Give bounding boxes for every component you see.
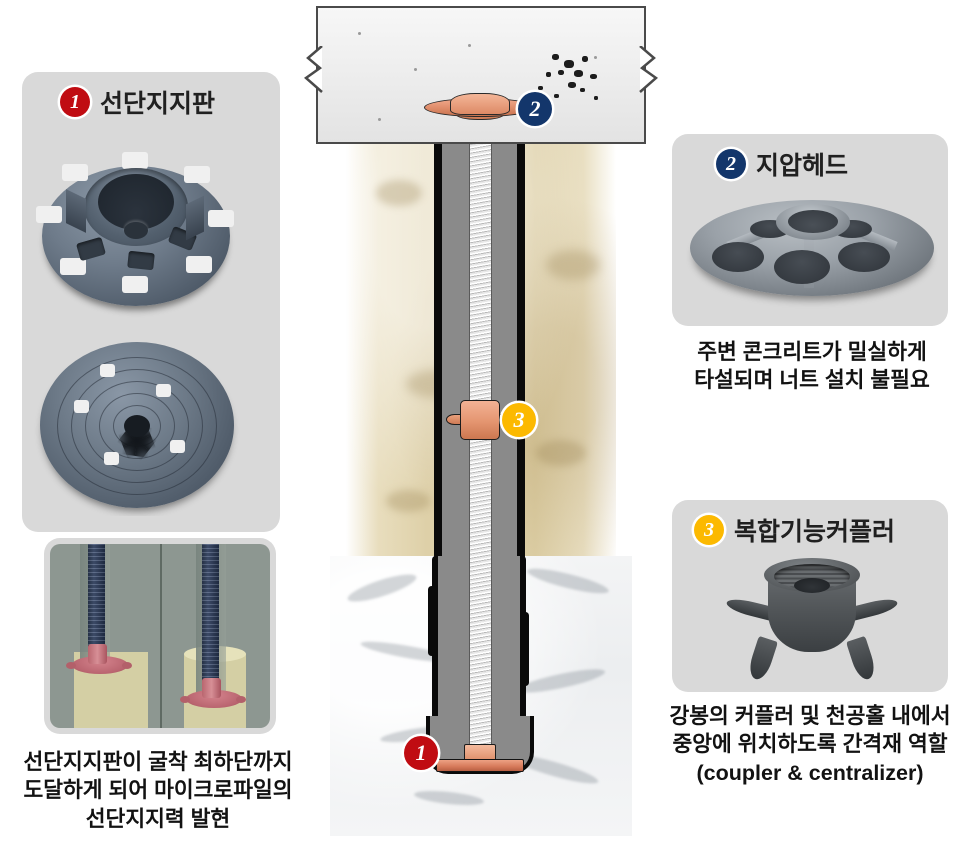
render-tip-hub-right — [202, 678, 221, 698]
borehole-wall-left — [428, 586, 435, 656]
soil-texture — [376, 180, 422, 206]
borehole-casing-right — [517, 140, 525, 558]
aggregate-speck — [594, 96, 598, 100]
photo-bearing-head — [686, 186, 938, 318]
soil-texture — [536, 440, 586, 466]
caption-bearing-head: 주변 콘크리트가 밀실하게 타설되며 너트 설치 불필요 — [694, 340, 930, 393]
badge-number-3: 3 — [694, 515, 724, 545]
tip-plate-notch — [36, 206, 62, 223]
render-tip-spike-right — [180, 696, 190, 703]
aggregate-speck — [554, 94, 559, 98]
bearing-head-opening — [838, 242, 890, 272]
tip-plate-notch — [184, 166, 210, 183]
coupler-fin — [846, 635, 878, 683]
panel-title-label-bearing-head: 지압헤드 — [756, 152, 849, 180]
rock-texture — [525, 564, 611, 598]
render-borehole-comparison — [50, 544, 270, 728]
diagram-marker-3: 3 — [502, 403, 536, 437]
tip-plate-flange-drawing — [436, 759, 524, 772]
borehole-wall-right — [522, 612, 529, 686]
aggregate-speck — [564, 60, 574, 68]
borehole-wall-left — [432, 556, 439, 726]
bearing-head-cone — [450, 93, 510, 115]
spiral-hub — [124, 415, 150, 437]
tip-plate-notch — [62, 164, 88, 181]
tip-plate-notch — [208, 210, 234, 227]
render-bar-ribs-left — [88, 544, 105, 666]
panel-title-coupler: 3 복합기능커플러 — [694, 512, 895, 548]
aggregate-speck — [582, 56, 588, 62]
tip-plate-notch — [186, 256, 212, 273]
break-mark-right — [639, 46, 659, 93]
photo-tip-plate-iso — [36, 148, 236, 320]
concrete-texture — [358, 32, 361, 35]
break-mark-left — [303, 46, 323, 93]
tip-plate-notch — [122, 152, 148, 169]
render-tip-spike-left — [66, 662, 76, 669]
concrete-texture — [468, 44, 471, 47]
concrete-texture — [378, 118, 381, 121]
tip-plate-center-hole — [124, 222, 148, 239]
bearing-head-opening — [712, 242, 764, 272]
badge-number-2: 2 — [716, 149, 746, 179]
bearing-head-opening — [774, 250, 830, 284]
spiral-hole — [156, 384, 171, 397]
concrete-texture — [594, 56, 597, 59]
bearing-head-bore — [788, 210, 838, 233]
aggregate-speck — [590, 74, 597, 79]
aggregate-speck — [568, 82, 576, 88]
caption-coupler: 강봉의 커플러 및 천공홀 내에서 중앙에 위치하도록 간격재 역할 (coup… — [669, 704, 951, 785]
coupler-body-drawing — [460, 400, 500, 440]
spiral-hole — [170, 440, 185, 453]
soil-texture — [546, 250, 600, 280]
soil-texture — [386, 490, 430, 512]
render-tip-spike-left — [122, 662, 132, 669]
coupler-bore — [794, 578, 830, 593]
aggregate-speck — [558, 70, 564, 75]
tip-plate-notch — [122, 276, 148, 293]
aggregate-speck — [580, 88, 585, 92]
spiral-hole — [100, 364, 115, 377]
photo-coupler — [690, 548, 934, 690]
concrete-texture — [414, 68, 417, 71]
aggregate-speck — [552, 54, 559, 60]
render-divider — [160, 544, 162, 728]
diagram-marker-1: 1 — [404, 736, 438, 770]
bearing-head-drawing — [424, 92, 536, 122]
render-tip-spike-right — [236, 696, 246, 703]
render-tip-plate-left — [72, 656, 128, 674]
render-bar-right — [202, 544, 219, 700]
aggregate-speck — [546, 72, 551, 77]
render-bar-ribs-right — [202, 544, 219, 700]
rock-texture — [515, 664, 607, 698]
tip-plate-notch — [60, 258, 86, 275]
concrete-slab — [316, 6, 646, 144]
tip-plate-bore — [98, 174, 174, 230]
diagram-marker-2: 2 — [518, 92, 552, 126]
aggregate-speck — [538, 86, 543, 90]
tip-plate-slot — [127, 250, 155, 271]
pile-section-diagram: 2 3 1 — [303, 0, 659, 845]
render-tip-hub-left — [88, 644, 107, 664]
panel-title-label-coupler: 복합기능커플러 — [734, 518, 896, 546]
rock-texture — [345, 569, 419, 607]
rock-texture — [413, 788, 485, 808]
photo-tip-plate-spiral — [32, 336, 242, 516]
panel-title-label-tip-plate: 선단지지판 — [100, 90, 216, 118]
spiral-hole — [74, 400, 89, 413]
badge-number-1: 1 — [60, 87, 90, 117]
coupler-fin — [746, 635, 778, 683]
caption-tip-plate: 선단지지판이 굴착 최하단까지 도달하게 되어 마이크로파일의 선단지지력 발현 — [23, 750, 293, 831]
render-bar-left — [88, 544, 105, 666]
aggregate-speck — [574, 70, 583, 77]
panel-title-bearing-head: 2 지압헤드 — [716, 146, 848, 182]
render-tip-plate-right — [186, 690, 242, 708]
tip-plate-drawing — [434, 744, 526, 776]
panel-title-tip-plate: 1 선단지지판 — [60, 84, 215, 120]
spiral-hole — [104, 452, 119, 465]
borehole-casing-left — [434, 140, 442, 558]
